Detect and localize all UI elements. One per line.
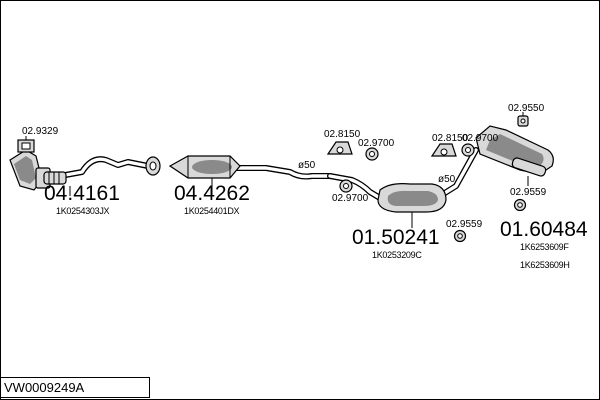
diagram-code-label: VW0009249A xyxy=(0,377,150,398)
part-number-01-50241: 01.50241 xyxy=(352,226,440,249)
gasket-02-9329 xyxy=(17,139,35,153)
accessory-number-02-8150-left: 02.8150 xyxy=(324,129,361,140)
rubber-ring-02-9700-b xyxy=(339,179,353,193)
oem-ref-04-4161: 1K0254303JX xyxy=(56,206,110,216)
accessory-number-02-9700-c: 02.9700 xyxy=(462,133,499,144)
catalytic-converter xyxy=(168,155,241,179)
exhaust-pipe-front xyxy=(39,156,151,181)
exhaust-pipe-middle xyxy=(233,165,333,180)
accessory-number-02-9700-a: 02.9700 xyxy=(358,138,395,149)
leader-lines xyxy=(25,112,529,228)
rubber-ring-02-9700-a xyxy=(365,147,379,161)
middle-silencer xyxy=(377,183,447,213)
oem-ref-01-60484-b: 1K6253609H xyxy=(520,260,570,270)
flexible-joint xyxy=(43,171,67,185)
diameter-label-rear: ø50 xyxy=(438,174,456,185)
exhaust-pipe-rear xyxy=(327,147,479,201)
accessory-number-02-9329: 02.9329 xyxy=(22,126,59,137)
accessory-number-02-9559-b: 02.9559 xyxy=(446,219,483,230)
accessory-number-02-9550: 02.9550 xyxy=(508,103,545,114)
flange-ring xyxy=(145,156,161,176)
rubber-ring-02-9700-c xyxy=(461,143,475,157)
accessory-number-02-9700-b: 02.9700 xyxy=(332,193,369,204)
oem-ref-01-50241: 1K0253209C xyxy=(372,250,422,260)
part-number-01-60484: 01.60484 xyxy=(500,218,588,241)
hanger-02-9550 xyxy=(517,115,529,127)
part-number-04-4262: 04.4262 xyxy=(174,182,250,205)
rubber-mount-02-8150-left xyxy=(326,141,353,155)
oem-ref-01-60484-a: 1K6253609F xyxy=(520,242,569,252)
accessory-number-02-8150-right: 02.8150 xyxy=(432,133,469,144)
accessory-number-02-9559-a: 02.9559 xyxy=(510,187,547,198)
rubber-ring-02-9559-a xyxy=(513,198,527,212)
rubber-ring-02-9559-b xyxy=(453,229,467,243)
rubber-mount-02-8150-right xyxy=(430,143,457,157)
rear-silencer xyxy=(475,125,554,177)
part-number-04-4161: 04.4161 xyxy=(44,182,120,205)
oem-ref-04-4262: 1K0254401DX xyxy=(184,206,240,216)
diameter-label-middle: ø50 xyxy=(298,160,316,171)
